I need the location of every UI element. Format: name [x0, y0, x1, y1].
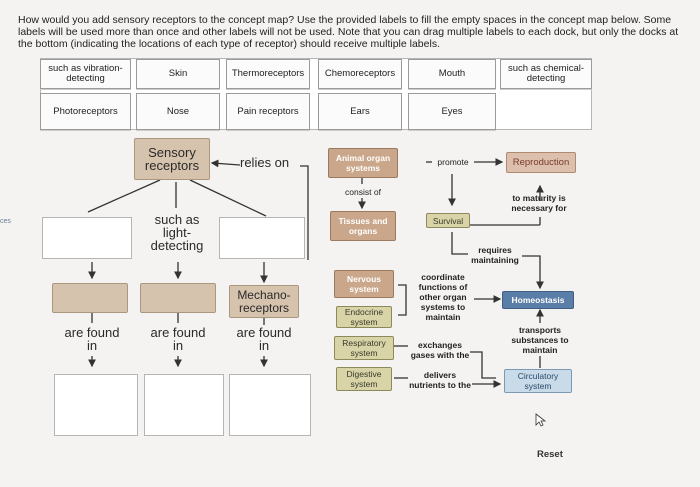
are-found-in-text-1: are found in: [64, 325, 120, 353]
are-found-in-text-2: are found in: [150, 325, 206, 353]
label-nose[interactable]: Nose: [136, 93, 220, 130]
label-thermoreceptors[interactable]: Thermoreceptors: [226, 59, 310, 89]
drop-zone-right-1[interactable]: [219, 217, 305, 259]
drop-zone-location-3[interactable]: [229, 374, 311, 436]
label-photoreceptors[interactable]: Photoreceptors: [40, 93, 131, 130]
endocrine-system-node: Endocrine system: [336, 306, 392, 328]
cursor-icon: [535, 413, 546, 427]
side-fragment: ces: [0, 218, 11, 225]
label-mouth[interactable]: Mouth: [408, 59, 496, 89]
respiratory-system-node: Respiratory system: [334, 336, 394, 360]
digestive-system-node: Digestive system: [336, 367, 392, 391]
label-ears[interactable]: Ears: [318, 93, 402, 130]
such-as-light-detecting-text: such as light-detecting: [150, 212, 204, 253]
label-chemoreceptors[interactable]: Chemoreceptors: [318, 59, 402, 89]
nervous-system-node: Nervous system: [334, 270, 394, 298]
consist-of-text: consist of: [345, 187, 381, 197]
are-found-in-text-3: are found in: [236, 325, 292, 353]
drop-zone-location-2[interactable]: [144, 374, 224, 436]
drop-zone-receptor-1[interactable]: [52, 283, 128, 313]
exchanges-gases-text: exchanges gases with the: [410, 340, 470, 360]
transports-text: transports substances to maintain: [511, 325, 569, 355]
to-maturity-text: to maturity is necessary for: [511, 193, 567, 213]
coordinate-functions-text: coordinate functions of other organ syst…: [418, 272, 468, 322]
label-eyes[interactable]: Eyes: [408, 93, 496, 130]
reproduction-node: Reproduction: [506, 152, 576, 173]
label-vibration-detecting[interactable]: such as vibration-detecting: [40, 59, 131, 89]
animal-organ-systems-node: Animal organ systems: [328, 148, 398, 178]
delivers-nutrients-text: delivers nutrients to the: [409, 370, 471, 390]
relies-on-text: relies on: [240, 155, 290, 170]
drop-zone-location-1[interactable]: [54, 374, 138, 436]
label-chemical-detecting[interactable]: such as chemical-detecting: [500, 59, 592, 89]
requires-maintaining-text: requires maintaining: [471, 245, 519, 265]
question-text: How would you add sensory receptors to t…: [18, 14, 679, 50]
promote-text: promote: [437, 157, 469, 167]
survival-node: Survival: [426, 213, 470, 228]
circulatory-system-node: Circulatory system: [504, 369, 572, 393]
homeostasis-node: Homeostasis: [502, 291, 574, 309]
sensory-receptors-node: Sensory receptors: [134, 138, 210, 180]
drop-zone-left-1[interactable]: [42, 217, 132, 259]
reset-button[interactable]: Reset: [537, 449, 563, 460]
label-skin[interactable]: Skin: [136, 59, 220, 89]
label-pain-receptors[interactable]: Pain receptors: [226, 93, 310, 130]
mechanoreceptors-node: Mechano-receptors: [229, 285, 299, 318]
tissues-and-organs-node: Tissues and organs: [330, 211, 396, 241]
drop-zone-receptor-2[interactable]: [140, 283, 216, 313]
